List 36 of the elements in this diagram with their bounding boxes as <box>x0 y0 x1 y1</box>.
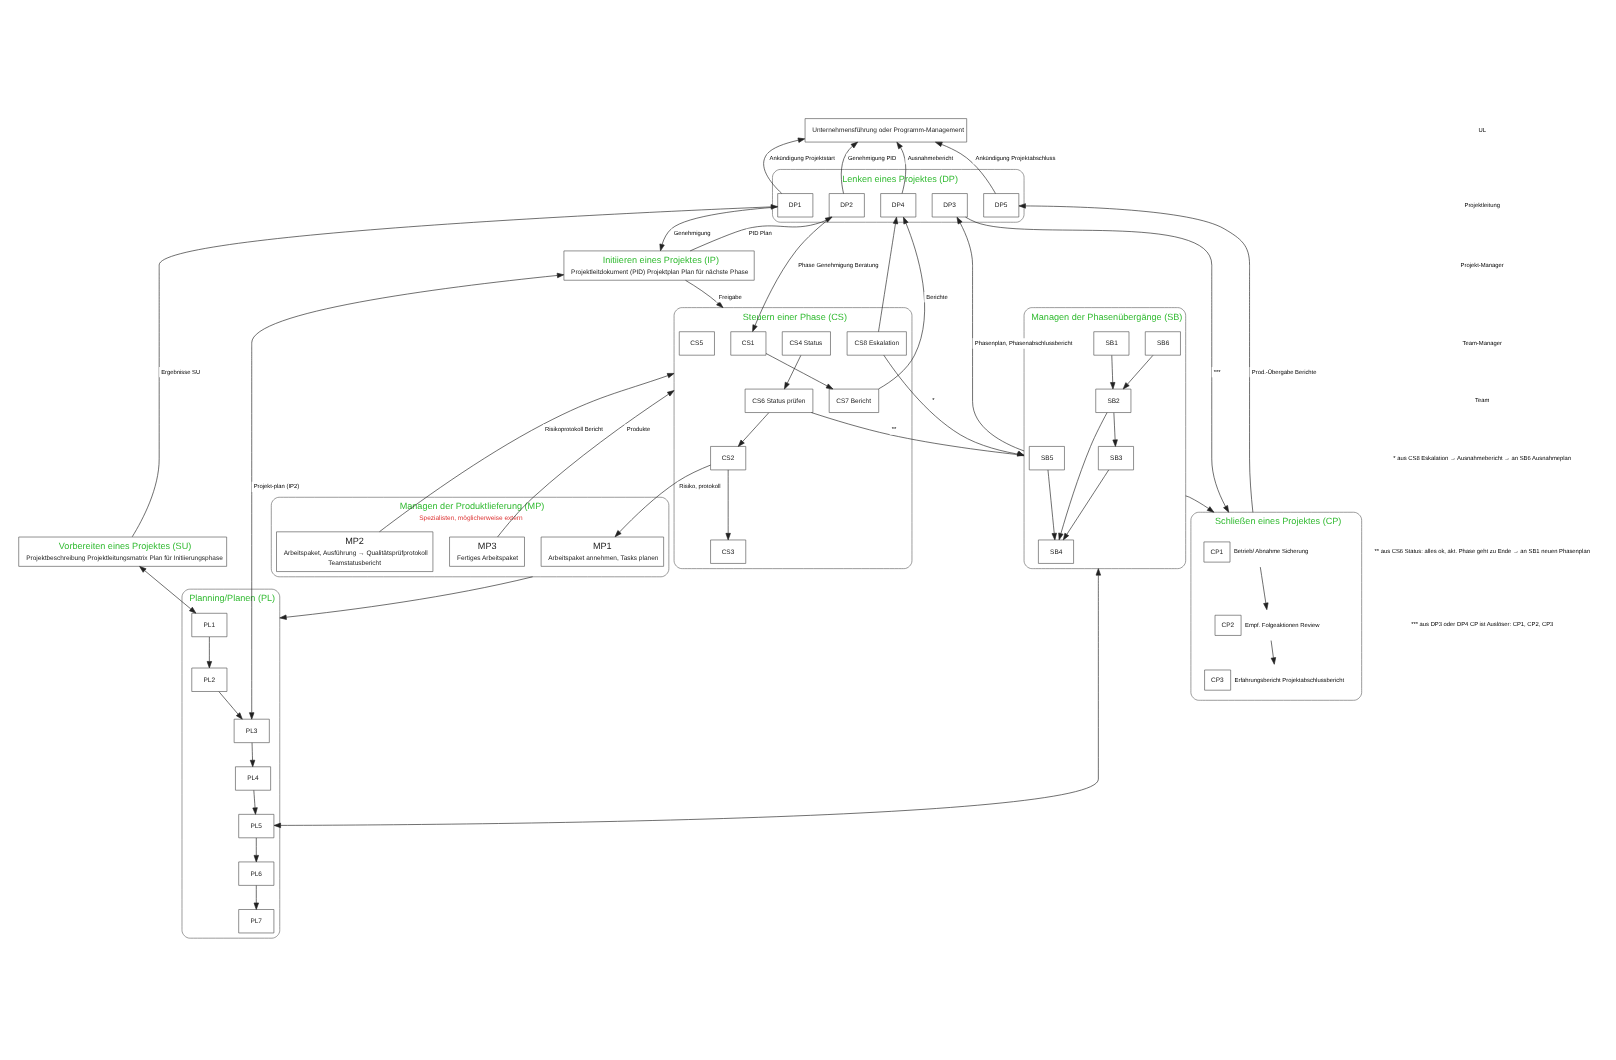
arrow <box>763 136 806 193</box>
arrow <box>252 789 258 814</box>
arrow <box>685 279 724 307</box>
arrow <box>1112 411 1118 446</box>
arrow <box>497 389 675 537</box>
arrow <box>253 884 259 909</box>
arrow <box>249 741 256 767</box>
arrow <box>1058 411 1108 540</box>
arrow <box>765 352 834 389</box>
arrow <box>1110 354 1116 389</box>
arrow <box>379 372 675 532</box>
arrow <box>784 354 802 389</box>
arrow <box>1259 565 1269 609</box>
arrow <box>878 215 899 331</box>
arrow <box>279 575 533 619</box>
arrow <box>139 565 197 613</box>
arrow <box>206 635 212 668</box>
arrow <box>1062 468 1110 540</box>
arrow <box>1047 468 1057 540</box>
arrow <box>614 463 711 537</box>
arrow <box>218 690 243 719</box>
arrow <box>840 140 858 193</box>
arrow <box>273 567 1101 827</box>
arrow <box>896 140 907 193</box>
arrow <box>965 215 1230 512</box>
arrow <box>1185 494 1215 512</box>
arrow <box>737 411 770 446</box>
arrow <box>689 215 833 251</box>
arrow <box>878 215 925 389</box>
arrow <box>1122 354 1154 389</box>
arrow <box>253 836 259 862</box>
arrow <box>725 468 731 540</box>
arrow <box>935 140 996 193</box>
arrow <box>1270 639 1276 664</box>
arrow <box>956 215 1025 451</box>
arrow <box>752 215 832 331</box>
